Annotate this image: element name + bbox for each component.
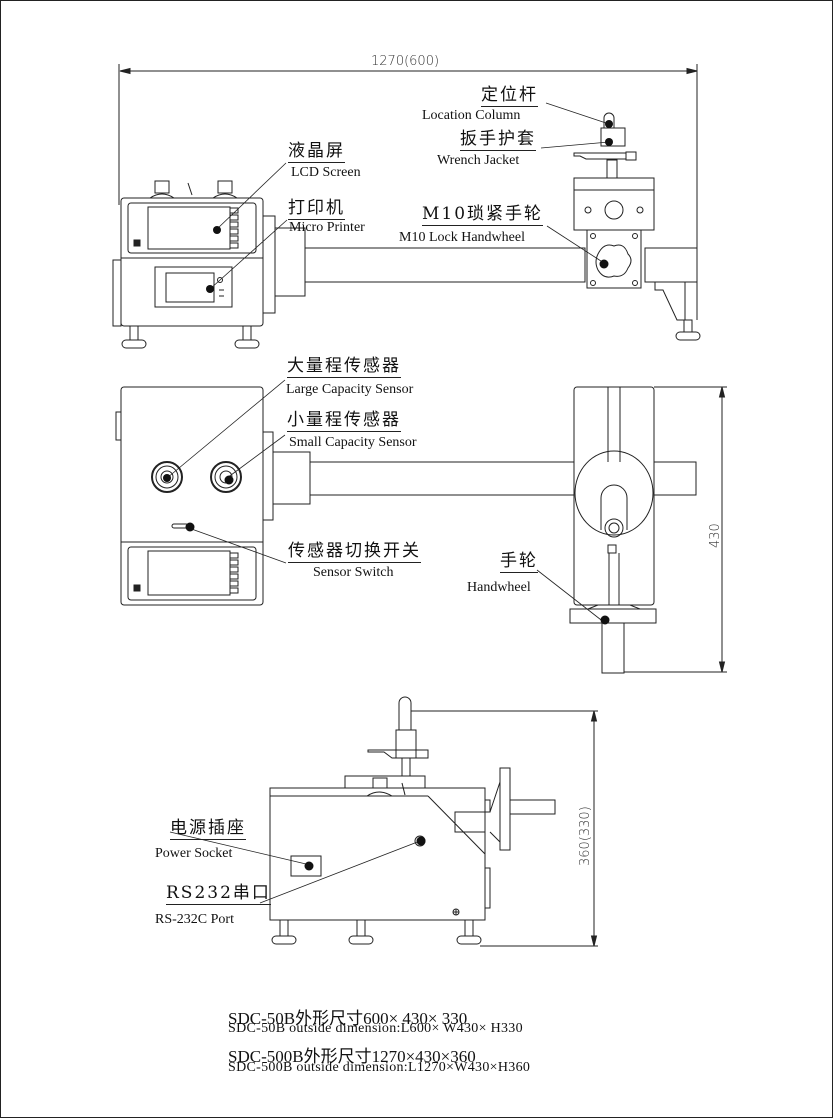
leader-lines-top — [166, 379, 606, 624]
width-dimension-line — [624, 386, 727, 673]
power-socket-en: Power Socket — [155, 846, 233, 861]
height-dimension-line — [411, 710, 598, 947]
height-dimension: 360(330) — [578, 806, 593, 866]
small-sensor-cn: 小量程传感器 — [287, 410, 401, 432]
front-view — [112, 64, 701, 349]
lcd-screen-en: LCD Screen — [291, 165, 361, 180]
clamp-head-front — [573, 112, 701, 341]
leader-lines-side — [169, 831, 421, 904]
arm-bar-top — [309, 461, 575, 496]
width-dimension: 430 — [708, 523, 723, 548]
large-sensor-cn: 大量程传感器 — [287, 356, 401, 378]
lock-handwheel-cn: M10琐紧手轮 — [422, 204, 544, 226]
lock-handwheel-en: M10 Lock Handwheel — [399, 230, 525, 245]
side-view — [169, 696, 598, 947]
small-sensor-en: Small Capacity Sensor — [289, 435, 417, 450]
sensor-switch-cn: 传感器切换开关 — [288, 541, 421, 563]
spec-sdc50b-cn: SDC-50B外形尺寸600× 430× 330 — [228, 1009, 468, 1028]
micro-printer-en: Micro Printer — [289, 220, 365, 235]
control-box-top — [115, 386, 311, 606]
clamp-head-top — [569, 386, 657, 674]
handwheel-en: Handwheel — [467, 580, 531, 595]
large-sensor-en: Large Capacity Sensor — [286, 382, 414, 397]
power-socket-cn: 电源插座 — [170, 818, 246, 840]
spec-sdc500b-en: SDC-500B outside dimension:L1270×W430×H3… — [228, 1060, 531, 1075]
rs232-port-cn: RS232串口 — [166, 883, 271, 905]
lcd-side-buttons — [229, 207, 239, 249]
control-box-front — [112, 180, 306, 349]
length-dimension: 1270(600) — [371, 54, 440, 69]
leader-lines-front — [209, 102, 610, 290]
rs232-port-en: RS-232C Port — [155, 912, 234, 927]
spec-sdc50b-en: SDC-50B outside dimension:L600× W430× H3… — [228, 1021, 523, 1036]
handwheel-cn: 手轮 — [500, 551, 538, 573]
callout-dots-top — [163, 474, 610, 625]
sensor-switch-en: Sensor Switch — [313, 565, 394, 580]
callout-dots-side — [304, 836, 426, 871]
spec-sdc500b-cn: SDC-500B外形尺寸1270×430×360 — [228, 1047, 476, 1066]
lcd-screen-cn: 液晶屏 — [288, 141, 345, 163]
wrench-jacket-cn: 扳手护套 — [460, 129, 536, 151]
micro-printer-cn: 打印机 — [288, 198, 345, 220]
wrench-jacket-en: Wrench Jacket — [437, 153, 520, 168]
top-view — [115, 379, 727, 674]
location-column-en: Location Column — [422, 108, 521, 123]
arm-bar-front — [304, 247, 586, 283]
location-column-cn: 定位杆 — [481, 85, 538, 107]
callout-dots-front — [206, 120, 613, 293]
